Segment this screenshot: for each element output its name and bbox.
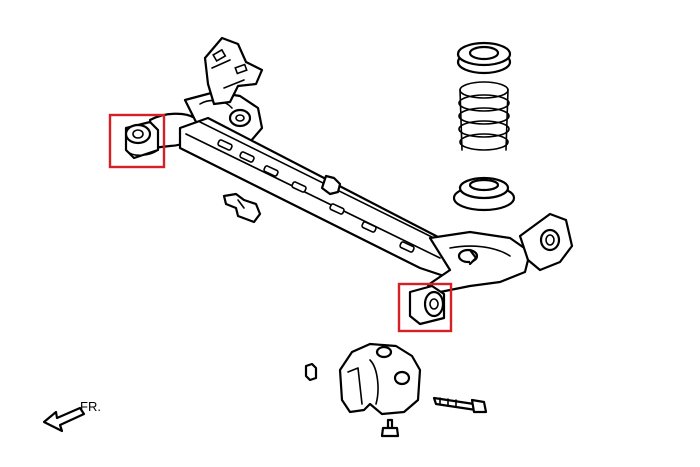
mounting-bolt <box>432 396 488 414</box>
right-shock-mount-bracket <box>518 212 574 272</box>
right-trailing-arm <box>426 230 532 294</box>
spring-lower-seat <box>452 176 516 212</box>
spring-upper-seat <box>456 41 512 75</box>
front-direction-label: FR. <box>80 399 101 414</box>
mounting-clip-bracket <box>222 192 262 224</box>
left-bushing-highlight-box <box>108 113 166 169</box>
beam-slots <box>217 139 415 253</box>
torsion-cross-beam <box>178 116 472 280</box>
front-direction-indicator: FR. <box>42 399 101 433</box>
left-trailing-arm-bushing <box>124 120 160 160</box>
coil-spring <box>458 81 510 151</box>
front-direction-arrow-icon <box>42 406 86 433</box>
lower-mount-bracket <box>338 342 422 416</box>
small-screw <box>380 418 400 438</box>
right-bushing-highlight-box <box>397 282 453 333</box>
right-trailing-arm-bushing <box>408 284 446 326</box>
small-nut <box>304 362 318 382</box>
left-shock-mount-bracket <box>203 36 264 106</box>
